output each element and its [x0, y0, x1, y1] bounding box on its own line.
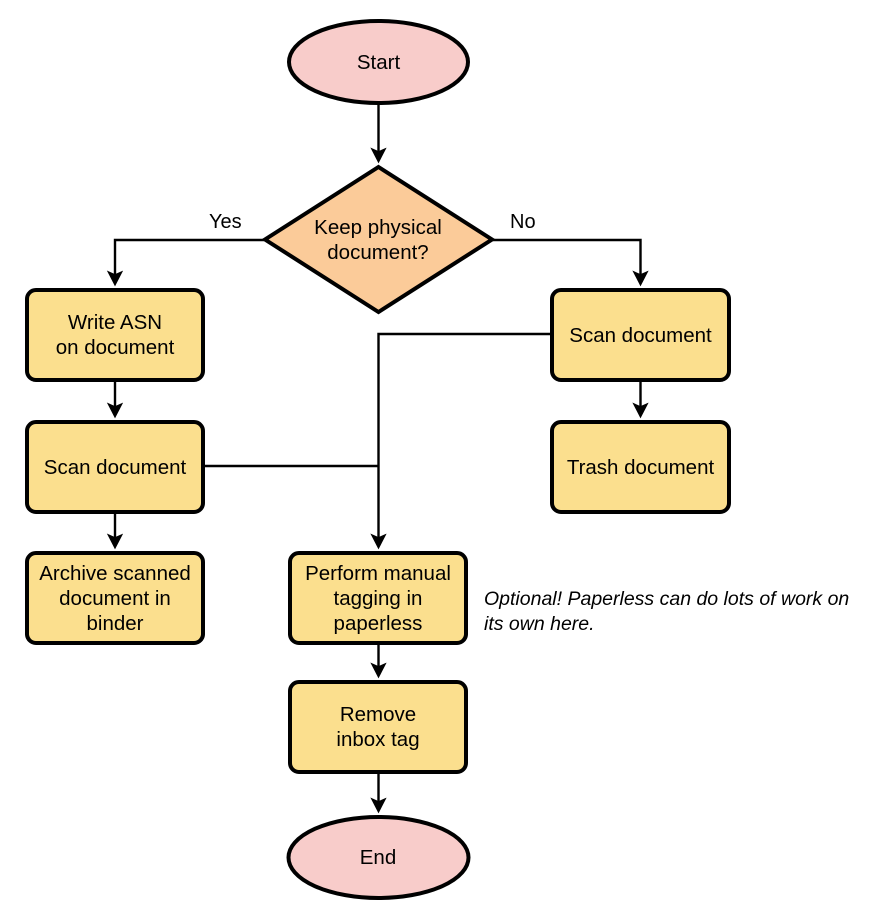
edge-label-yes: Yes: [209, 211, 242, 233]
edge-scan-right-to-tagging: [370, 332, 552, 550]
node-archive-scanned-document-in-binder[interactable]: [25, 551, 205, 645]
node-remove-inbox-tag[interactable]: [288, 680, 468, 774]
optional-note: Optional! Paperless can do lots of work …: [484, 588, 850, 635]
node-write-asn-on-document[interactable]: [25, 288, 205, 382]
node-scan-document-left[interactable]: [25, 420, 205, 514]
node-keep-physical-document[interactable]: [261, 164, 496, 315]
edge-decision-no-to-scan-right: [492, 238, 649, 287]
node-perform-manual-tagging-in-paperless[interactable]: [288, 551, 468, 645]
node-start[interactable]: [287, 19, 470, 105]
node-scan-document-right[interactable]: [550, 288, 731, 382]
node-end[interactable]: [286, 815, 471, 900]
node-trash-document[interactable]: [550, 420, 731, 514]
edge-decision-yes-to-write-asn: [106, 238, 264, 287]
edge-label-no: No: [510, 211, 536, 233]
